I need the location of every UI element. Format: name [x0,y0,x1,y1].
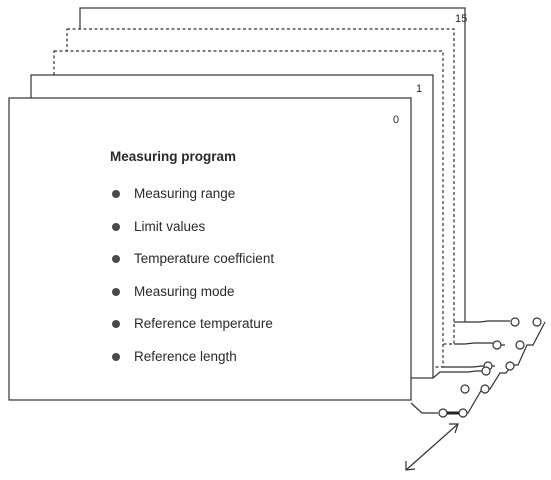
arrow-head-top [449,423,459,434]
list-item: Measuring range [110,186,274,219]
bullet-icon [112,287,120,296]
list-item: Measuring mode [110,284,274,317]
bullet-icon [112,190,120,198]
terminal [481,366,491,376]
terminal [505,361,515,371]
terminal [438,408,448,418]
program-card-0 [8,97,412,401]
list-item-label: Measuring mode [134,283,235,299]
bullet-icon [112,352,120,361]
program-number-15: 15 [455,13,467,25]
bullet-icon [112,255,120,264]
contact-line-dashed-1 [454,342,505,346]
terminal [492,340,502,350]
program-number-1: 1 [416,83,422,95]
selection-arrow [405,423,459,471]
contact-line-1 [432,370,482,379]
list-item-label: Reference temperature [134,316,273,332]
card-title: Measuring program [110,149,237,164]
contact-rail [459,321,546,414]
list-item: Temperature coefficient [110,251,274,284]
terminal [510,317,520,327]
bullet-icon [112,320,120,329]
list-item: Reference temperature [110,316,274,349]
list-item-label: Reference length [134,348,237,364]
contact-line-15 [465,320,510,323]
list-item: Reference length [110,349,274,382]
list-item-label: Measuring range [134,186,236,201]
list-item: Limit values [110,219,274,252]
terminal [460,384,470,394]
list-item-label: Limit values [134,218,206,234]
program-number-0: 0 [393,114,399,126]
contact-lines [410,320,546,414]
contact-line-0 [410,402,438,414]
list-item-label: Temperature coefficient [134,251,275,267]
program-parameter-list: Measuring range Limit values Temperature… [110,186,274,382]
terminal [480,384,490,394]
arrow-head-bottom [405,461,416,471]
bullet-icon [112,222,120,231]
contact-terminals [438,317,542,418]
terminal [515,340,525,350]
terminal [532,317,542,327]
terminal [458,408,468,418]
